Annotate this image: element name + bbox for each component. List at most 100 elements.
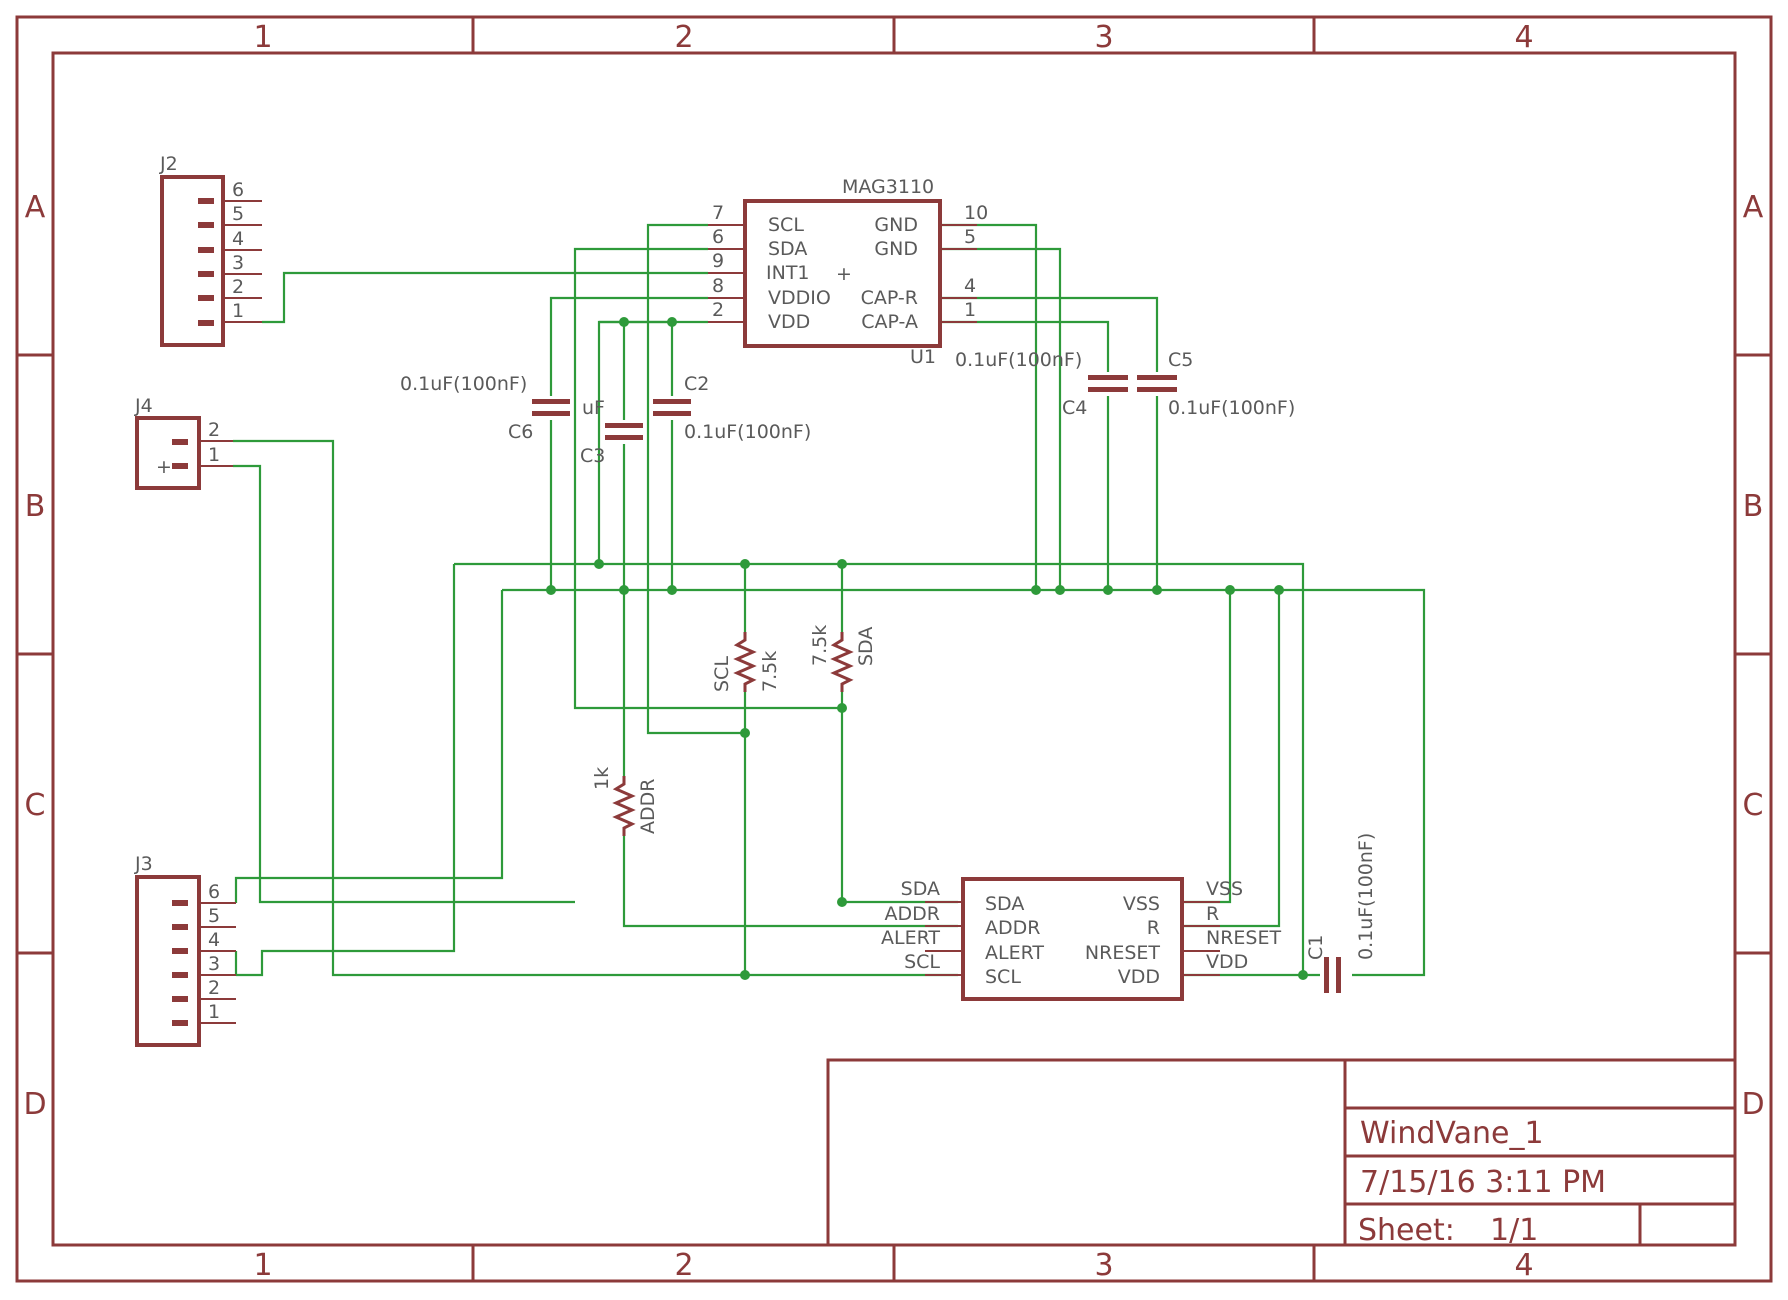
j3-pin-2: 2	[208, 977, 220, 999]
c1-name: C1	[1305, 935, 1327, 960]
u1-pin-num-4: 4	[964, 275, 976, 297]
j4-name: J4	[134, 395, 153, 417]
zone-labels: 1 2 3 4 1 2 3 4 A B C D A B C D	[23, 20, 1764, 1283]
j2-name: J2	[159, 153, 178, 175]
title-block-title: WindVane_1	[1360, 1116, 1544, 1151]
u1-pin-num-7: 7	[712, 202, 724, 224]
u2-pin-sda: SDA	[985, 893, 1024, 915]
u1-pin-num-1: 1	[964, 299, 976, 321]
c2-value: 0.1uF(100nF)	[684, 421, 811, 443]
j2-pin-4: 4	[232, 228, 244, 250]
connector-j4: J4 + 2 1	[134, 395, 233, 490]
capacitor-c6: 0.1uF(100nF) uF C6	[400, 373, 605, 443]
zone-row-b-left: B	[25, 489, 46, 524]
j2-pin-5: 5	[232, 203, 244, 225]
c4-name: C4	[1062, 397, 1087, 419]
capacitor-c1: C1 0.1uF(100nF)	[1305, 833, 1377, 993]
u1-pin-num-9: 9	[712, 250, 724, 272]
u2-net-nreset: NRESET	[1206, 927, 1281, 949]
u1-pin-num-6: 6	[712, 226, 724, 248]
zone-col-2-top: 2	[674, 20, 693, 55]
net-vss	[1182, 590, 1232, 904]
c1-value: 0.1uF(100nF)	[1355, 833, 1377, 960]
r-scl-value: 7.5k	[759, 651, 781, 692]
u2-net-vss: VSS	[1206, 878, 1243, 900]
rail-upper	[454, 562, 1305, 975]
resistor-addr: 1k ADDR	[591, 767, 659, 836]
net-j4-pin2	[233, 439, 745, 977]
net-j4-pin1	[233, 464, 575, 904]
ic-u1-mag3110: MAG3110 U1 + 7 6 9 8 2 SCL SDA INT1 VDDI…	[708, 176, 988, 368]
r-addr-value: 1k	[591, 767, 613, 790]
zone-col-1-top: 1	[253, 20, 272, 55]
c5-value: 0.1uF(100nF)	[1168, 397, 1295, 419]
drawing-frame	[15, 15, 1773, 1283]
j4-pin-2: 2	[208, 419, 220, 441]
u2-pin-alert: ALERT	[985, 942, 1044, 964]
title-block-sheet-value: 1/1	[1490, 1213, 1538, 1248]
zone-col-4-bottom: 4	[1514, 1248, 1533, 1283]
u2-pin-scl: SCL	[985, 966, 1021, 988]
zone-row-a-right: A	[1743, 190, 1764, 225]
u1-pin-sda: SDA	[768, 238, 807, 260]
u1-name: U1	[910, 346, 936, 368]
capacitor-c5: C5 0.1uF(100nF)	[1137, 349, 1295, 419]
rail-lower	[502, 588, 1426, 977]
title-block-date: 7/15/16 3:11 PM	[1360, 1165, 1606, 1200]
connector-j2: J2 6 5 4 3 2 1	[159, 153, 262, 347]
u1-pin-cap-r: CAP-R	[861, 287, 918, 309]
zone-col-4-top: 4	[1514, 20, 1533, 55]
rail-lower-j3	[234, 590, 504, 903]
u2-pin-vdd: VDD	[1118, 966, 1160, 988]
nets	[233, 223, 1426, 977]
capacitor-c4: 0.1uF(100nF) C4	[955, 349, 1128, 419]
capacitor-c2: C2 0.1uF(100nF)	[653, 373, 811, 443]
j3-pin-1: 1	[208, 1001, 220, 1023]
zone-col-3-top: 3	[1094, 20, 1113, 55]
u2-net-alert: ALERT	[881, 927, 940, 949]
zone-col-2-bottom: 2	[674, 1248, 693, 1283]
u1-value: MAG3110	[842, 176, 934, 198]
j3-pin-5: 5	[208, 905, 220, 927]
c6-value-tail: uF	[582, 397, 605, 419]
c3-name: C3	[580, 445, 605, 467]
u1-pin-num-10: 10	[964, 202, 988, 224]
net-gnd-5	[940, 247, 1062, 590]
j3-name: J3	[134, 853, 153, 875]
ic-u2: SDA ADDR ALERT SCL SDA ADDR ALERT SCL VS…	[881, 877, 1281, 1001]
j3-pin-3: 3	[208, 953, 220, 975]
r-sda-value: 7.5k	[809, 625, 831, 666]
connector-j3: J3 6 5 4 3 2 1	[134, 853, 236, 1047]
r-addr-name: ADDR	[637, 779, 659, 834]
net-int1	[262, 271, 708, 324]
u2-net-scl: SCL	[904, 951, 940, 973]
j2-pin-3: 3	[232, 252, 244, 274]
j2-pin-2: 2	[232, 276, 244, 298]
u2-pin-r: R	[1147, 917, 1160, 939]
u1-pin-num-2: 2	[712, 299, 724, 321]
j2-pin-1: 1	[232, 300, 244, 322]
u2-net-addr: ADDR	[885, 903, 940, 925]
r-sda-name: SDA	[855, 627, 877, 666]
u2-net-r: R	[1206, 903, 1219, 925]
u2-pin-addr: ADDR	[985, 917, 1040, 939]
c6-name: C6	[508, 421, 533, 443]
zone-row-b-right: B	[1743, 489, 1764, 524]
u1-origin: +	[836, 263, 852, 285]
u1-pin-gnd-10: GND	[874, 214, 918, 236]
zone-row-d-left: D	[23, 1087, 46, 1122]
zone-row-c-right: C	[1743, 788, 1764, 823]
c5-name: C5	[1168, 349, 1193, 371]
c2-name: C2	[684, 373, 709, 395]
r-scl-name: SCL	[711, 656, 733, 692]
u1-pin-num-5: 5	[964, 226, 976, 248]
j4-plus: +	[156, 456, 172, 478]
net-u1-scl	[646, 223, 958, 977]
rail-upper-j3	[236, 564, 456, 977]
u2-net-sda: SDA	[901, 878, 940, 900]
net-cap-r	[940, 296, 1159, 590]
u2-pin-vss: VSS	[1123, 893, 1160, 915]
u1-pin-cap-a: CAP-A	[861, 311, 918, 333]
j2-pin-6: 6	[232, 179, 244, 201]
